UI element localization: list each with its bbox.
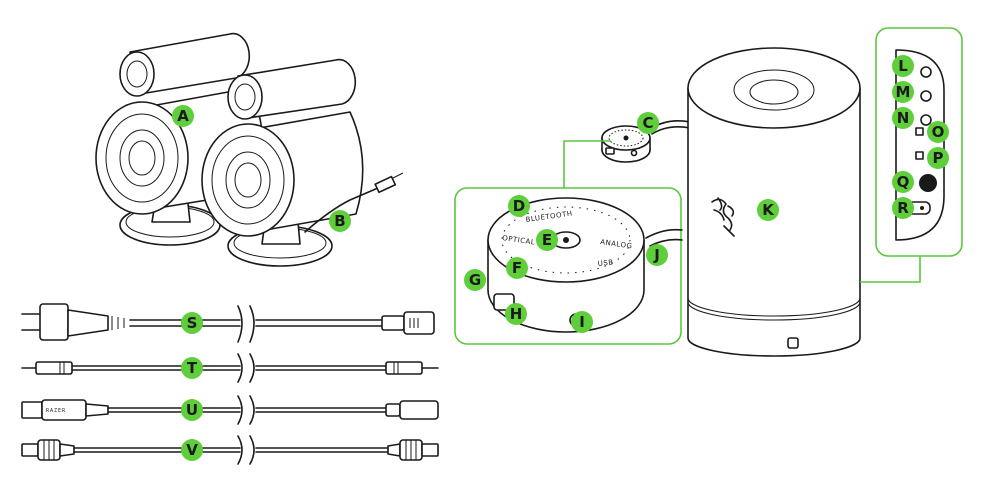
satellite-speakers [95, 32, 404, 267]
marker-o: O [927, 121, 949, 143]
marker-u: U [181, 399, 203, 421]
svg-text:C: C [642, 114, 653, 132]
subwoofer [687, 47, 921, 357]
marker-n: N [892, 107, 914, 129]
marker-q: Q [892, 171, 914, 193]
cables: RAZER [21, 303, 439, 465]
rear-port-m [920, 90, 932, 102]
left-speaker-face [95, 101, 189, 215]
marker-j: J [646, 244, 668, 266]
rear-switch-o [915, 127, 924, 136]
marker-m: M [892, 81, 914, 103]
callout-line-c [563, 140, 611, 188]
power-cable-connector [403, 311, 435, 335]
left-tweeter-face [119, 51, 155, 97]
rear-panel-callout-frame [875, 27, 963, 257]
svg-text:S: S [187, 314, 198, 332]
marker-t: T [181, 357, 203, 379]
cable-break-marks [237, 305, 255, 465]
usb-cable-brand: RAZER [46, 408, 66, 414]
svg-text:R: R [897, 199, 909, 217]
marker-r: R [892, 197, 914, 219]
svg-text:V: V [186, 441, 198, 459]
marker-g: G [464, 269, 486, 291]
detail-callout-frame [454, 187, 682, 345]
marker-e: E [536, 229, 558, 251]
marker-l: L [892, 55, 914, 77]
usb-a-connector [21, 401, 43, 419]
optical-cable [21, 439, 439, 461]
marker-a: A [172, 105, 194, 127]
subwoofer-body [687, 87, 861, 357]
marker-f: F [506, 257, 528, 279]
usb-b-connector [399, 400, 439, 420]
rear-jack-q [919, 174, 937, 192]
svg-text:O: O [932, 123, 945, 141]
svg-text:J: J [653, 246, 660, 264]
svg-text:I: I [579, 313, 585, 331]
svg-text:M: M [896, 83, 911, 101]
svg-text:E: E [542, 231, 552, 249]
svg-text:D: D [513, 197, 525, 215]
svg-text:B: B [334, 212, 345, 230]
marker-v: V [181, 439, 203, 461]
marker-h: H [505, 303, 527, 325]
rear-port-l [920, 66, 932, 78]
rear-switch-p [915, 151, 924, 160]
marker-d: D [508, 195, 530, 217]
rear-port-n [920, 114, 932, 126]
speaker-cable [304, 187, 379, 233]
aux-cable [21, 361, 439, 375]
subwoofer-rear-panel [875, 27, 963, 257]
svg-text:N: N [897, 109, 910, 127]
control-pod-detail: BLUETOOTH OPTICAL ANALOG USB [454, 187, 683, 345]
marker-i: I [571, 311, 593, 333]
subwoofer-top [687, 47, 861, 129]
usb-cable: RAZER [21, 399, 439, 421]
svg-text:T: T [187, 359, 198, 377]
marker-s: S [181, 312, 203, 334]
svg-text:U: U [186, 401, 198, 419]
svg-text:G: G [469, 271, 481, 289]
callout-line-k [860, 256, 921, 283]
marker-k: K [757, 199, 779, 221]
svg-text:A: A [177, 107, 189, 125]
speaker-cable-plug [374, 175, 397, 194]
marker-b: B [329, 210, 351, 232]
svg-text:L: L [898, 57, 908, 75]
svg-text:H: H [510, 305, 523, 323]
svg-text:F: F [512, 259, 522, 277]
control-pod-small [601, 120, 691, 163]
svg-text:K: K [762, 201, 775, 219]
right-tweeter-face [227, 74, 263, 120]
hub-label-usb: USB [597, 258, 614, 268]
right-tweeter-body [237, 58, 357, 119]
power-cable [21, 303, 435, 341]
right-speaker-face [201, 123, 295, 237]
power-plug-head [39, 303, 69, 341]
svg-text:Q: Q [897, 173, 910, 191]
marker-c: C [637, 112, 659, 134]
marker-p: P [927, 147, 949, 169]
svg-text:P: P [933, 149, 944, 167]
razer-logo-icon [711, 197, 735, 237]
